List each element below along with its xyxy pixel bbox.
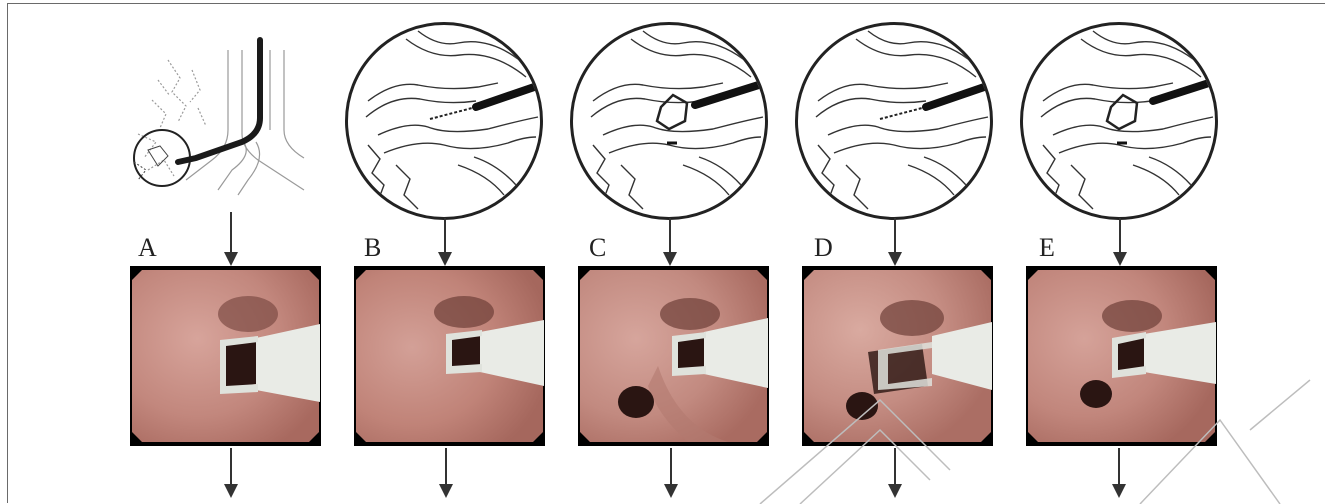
- arrow-down-icon: [1109, 448, 1129, 502]
- endoscopic-image-b: [354, 266, 545, 446]
- endoscopic-image-c: [578, 266, 769, 446]
- arrow-down-icon: [885, 448, 905, 502]
- panel-label-d: D: [814, 233, 833, 263]
- arrow-down-icon: [221, 212, 241, 268]
- panel-label-c: C: [589, 233, 606, 263]
- endoscopic-image-d: [802, 266, 993, 446]
- endoscopic-image-a: [130, 266, 321, 446]
- bronchial-tree-overview: [108, 30, 330, 200]
- arrow-down-icon: [436, 448, 456, 502]
- arrow-down-icon: [885, 218, 905, 268]
- panel-label-e: E: [1039, 233, 1055, 263]
- panel-label-b: B: [364, 233, 381, 263]
- arrow-down-icon: [435, 218, 455, 268]
- magnified-view-b: [345, 22, 543, 220]
- magnified-view-d: [795, 22, 993, 220]
- arrow-down-icon: [661, 448, 681, 502]
- endoscopic-image-e: [1026, 266, 1217, 446]
- magnified-view-c: [570, 22, 768, 220]
- arrow-down-icon: [221, 448, 241, 502]
- panel-label-a: A: [138, 233, 157, 263]
- arrow-down-icon: [1110, 218, 1130, 268]
- magnified-view-e: [1020, 22, 1218, 220]
- arrow-down-icon: [660, 218, 680, 268]
